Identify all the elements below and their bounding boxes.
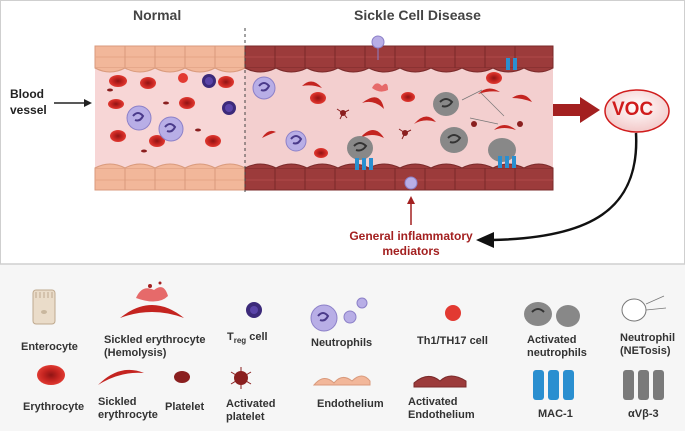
legend-th1: Th1/TH17 cell bbox=[417, 335, 488, 347]
normal-cells bbox=[107, 73, 236, 153]
netosis-icon bbox=[621, 298, 647, 322]
mac1-icon bbox=[533, 370, 574, 400]
activated-endothelium-icon bbox=[413, 375, 467, 388]
inflammatory-mediators-label: General inflammatory mediators bbox=[349, 229, 473, 258]
platelet-icon bbox=[174, 371, 190, 383]
voc-curved-arrow bbox=[491, 132, 638, 242]
sickled-hemolysis-icon bbox=[120, 305, 184, 318]
sickled-erythrocyte-icon bbox=[98, 369, 144, 385]
voc-label: VOC bbox=[612, 99, 654, 120]
endothelium-icon bbox=[312, 375, 371, 386]
legend-activated-platelet: Activated platelet bbox=[226, 398, 276, 423]
neutrophil-icon bbox=[310, 304, 338, 332]
voc-ellipse bbox=[604, 89, 670, 133]
legend-avb3: αVβ-3 bbox=[628, 408, 659, 420]
activated-neutrophil-icon bbox=[524, 302, 552, 326]
legend-neutrophils: Neutrophils bbox=[311, 337, 373, 349]
header-scd: Sickle Cell Disease bbox=[354, 7, 481, 23]
endothelium-top-normal bbox=[94, 45, 246, 73]
flow-arrow bbox=[553, 97, 600, 123]
legend-treg: Treg cell bbox=[227, 331, 268, 346]
legend-erythrocyte: Erythrocyte bbox=[23, 401, 85, 413]
legend-endothelium: Endothelium bbox=[317, 398, 384, 410]
legend-activated-endothelium: Activated Endothelium bbox=[408, 396, 475, 421]
legend-icons bbox=[32, 281, 667, 400]
legend-platelet: Platelet bbox=[165, 401, 205, 413]
erythrocyte-icon bbox=[37, 365, 65, 385]
scd-cells bbox=[252, 35, 532, 190]
legend-activated-neutrophils: Activated neutrophils bbox=[527, 334, 587, 359]
legend-sickled-hemolysis: Sickled erythrocyte (Hemolysis) bbox=[104, 334, 206, 359]
legend-enterocyte: Enterocyte bbox=[21, 341, 78, 353]
avb3-icon bbox=[623, 370, 664, 400]
legend-panel bbox=[0, 264, 685, 431]
enterocyte-icon bbox=[32, 289, 56, 325]
blood-vessel-arrow bbox=[54, 99, 92, 107]
th1-icon bbox=[445, 305, 461, 321]
endothelium-top-activated bbox=[244, 45, 554, 73]
endothelium-bottom-normal bbox=[94, 163, 246, 191]
header-normal: Normal bbox=[133, 7, 182, 23]
legend-sickled-erythrocyte: Sickled erythrocyte bbox=[98, 396, 158, 421]
legend-netosis: Neutrophil (NETosis) bbox=[620, 332, 675, 357]
legend-mac1: MAC-1 bbox=[538, 408, 573, 420]
blood-vessel-label: Blood vessel bbox=[10, 87, 47, 117]
